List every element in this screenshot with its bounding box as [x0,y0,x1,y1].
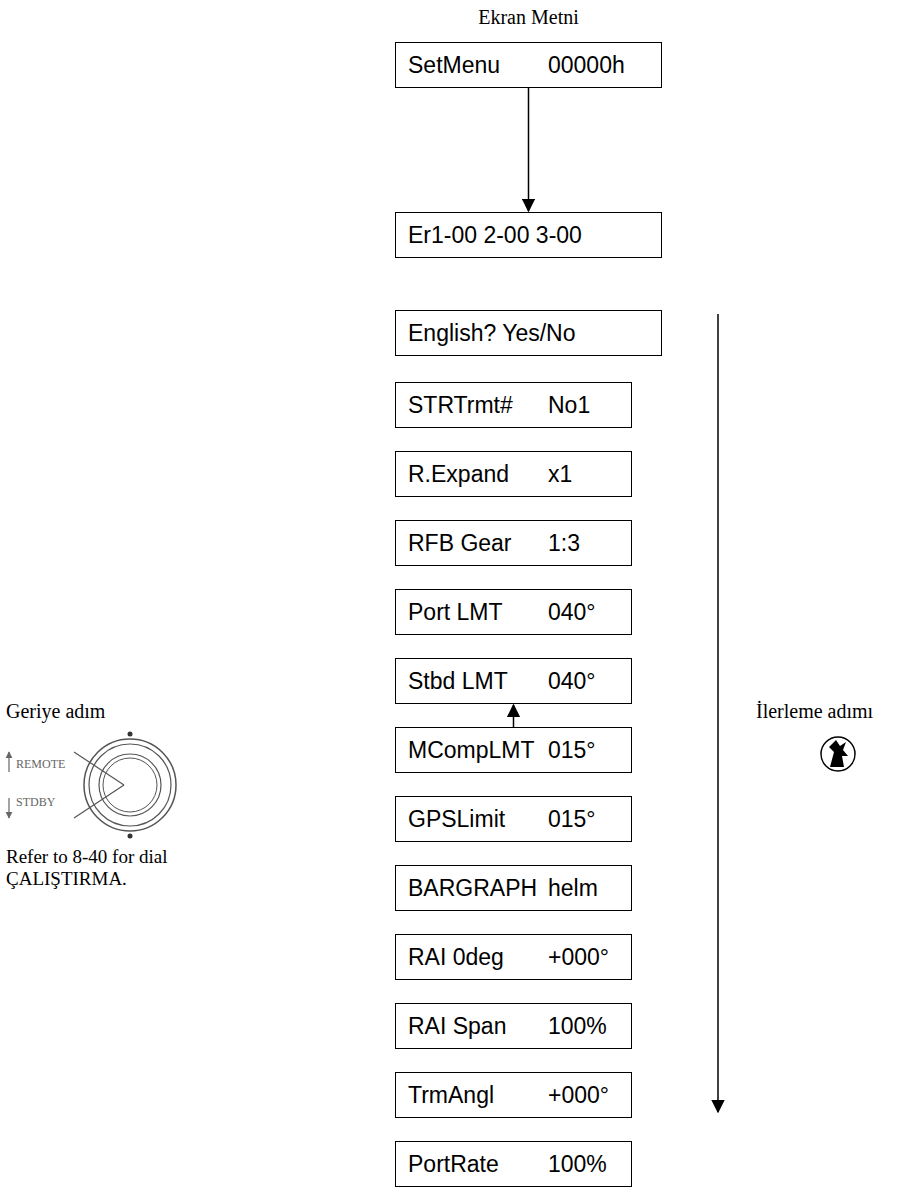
menu-value: 100% [548,1151,607,1178]
note-text: İlerleme adımı [756,700,873,723]
menu-box: RFB Gear1:3 [395,520,632,566]
menu-box: SetMenu00000h [395,42,662,88]
menu-box: PortRate100% [395,1141,632,1187]
menu-item: Stbd LMT [408,668,548,695]
menu-value: 1:3 [548,530,580,557]
menu-item: STRTrmt# [408,392,548,419]
dial-mark: STDBY [16,796,55,810]
menu-item: PortRate [408,1151,548,1178]
menu-box: English? Yes/No [395,310,662,356]
flow-arrow [528,88,530,211]
menu-box: STRTrmt#No1 [395,382,632,428]
menu-value: +000° [548,1082,609,1109]
menu-value: 015° [548,737,596,764]
menu-value: 00000h [548,52,625,79]
forward-arrow [717,314,719,1112]
menu-item: RAI 0deg [408,944,548,971]
menu-value: +000° [548,944,609,971]
menu-value: No1 [548,392,590,419]
menu-box: RAI 0deg+000° [395,934,632,980]
flow-arrow [513,705,515,727]
menu-box: Er1-00 2-00 3-00 [395,212,662,258]
menu-value: 040° [548,668,596,695]
menu-item: RAI Span [408,1013,548,1040]
menu-item: TrmAngl [408,1082,548,1109]
menu-value: helm [548,875,598,902]
menu-box: RAI Span100% [395,1003,632,1049]
menu-box: GPSLimit015° [395,796,632,842]
menu-box: Stbd LMT040° [395,658,632,704]
menu-item: GPSLimit [408,806,548,833]
menu-value: 015° [548,806,596,833]
menu-item: SetMenu [408,52,548,79]
menu-value: 040° [548,599,596,626]
menu-item: RFB Gear [408,530,548,557]
menu-value: 100% [548,1013,607,1040]
menu-value: x1 [548,461,572,488]
menu-item: Er1-00 2-00 3-00 [408,222,582,249]
menu-box: TrmAngl+000° [395,1072,632,1118]
menu-box: MCompLMT015° [395,727,632,773]
menu-box: R.Expandx1 [395,451,632,497]
dial-symbol [9,732,176,839]
menu-box: BARGRAPHhelm [395,865,632,911]
step-icon [821,737,855,771]
menu-item: English? Yes/No [408,320,576,347]
menu-item: BARGRAPH [408,875,548,902]
menu-box: Port LMT040° [395,589,632,635]
menu-item: R.Expand [408,461,548,488]
menu-item: MCompLMT [408,737,548,764]
column-heading: Ekran Metni [478,6,579,29]
menu-item: Port LMT [408,599,548,626]
note-text: Geriye adım [6,700,105,723]
dial-mark: REMOTE [16,758,65,772]
note-text: Refer to 8-40 for dial ÇALIŞTIRMA. [6,846,176,890]
